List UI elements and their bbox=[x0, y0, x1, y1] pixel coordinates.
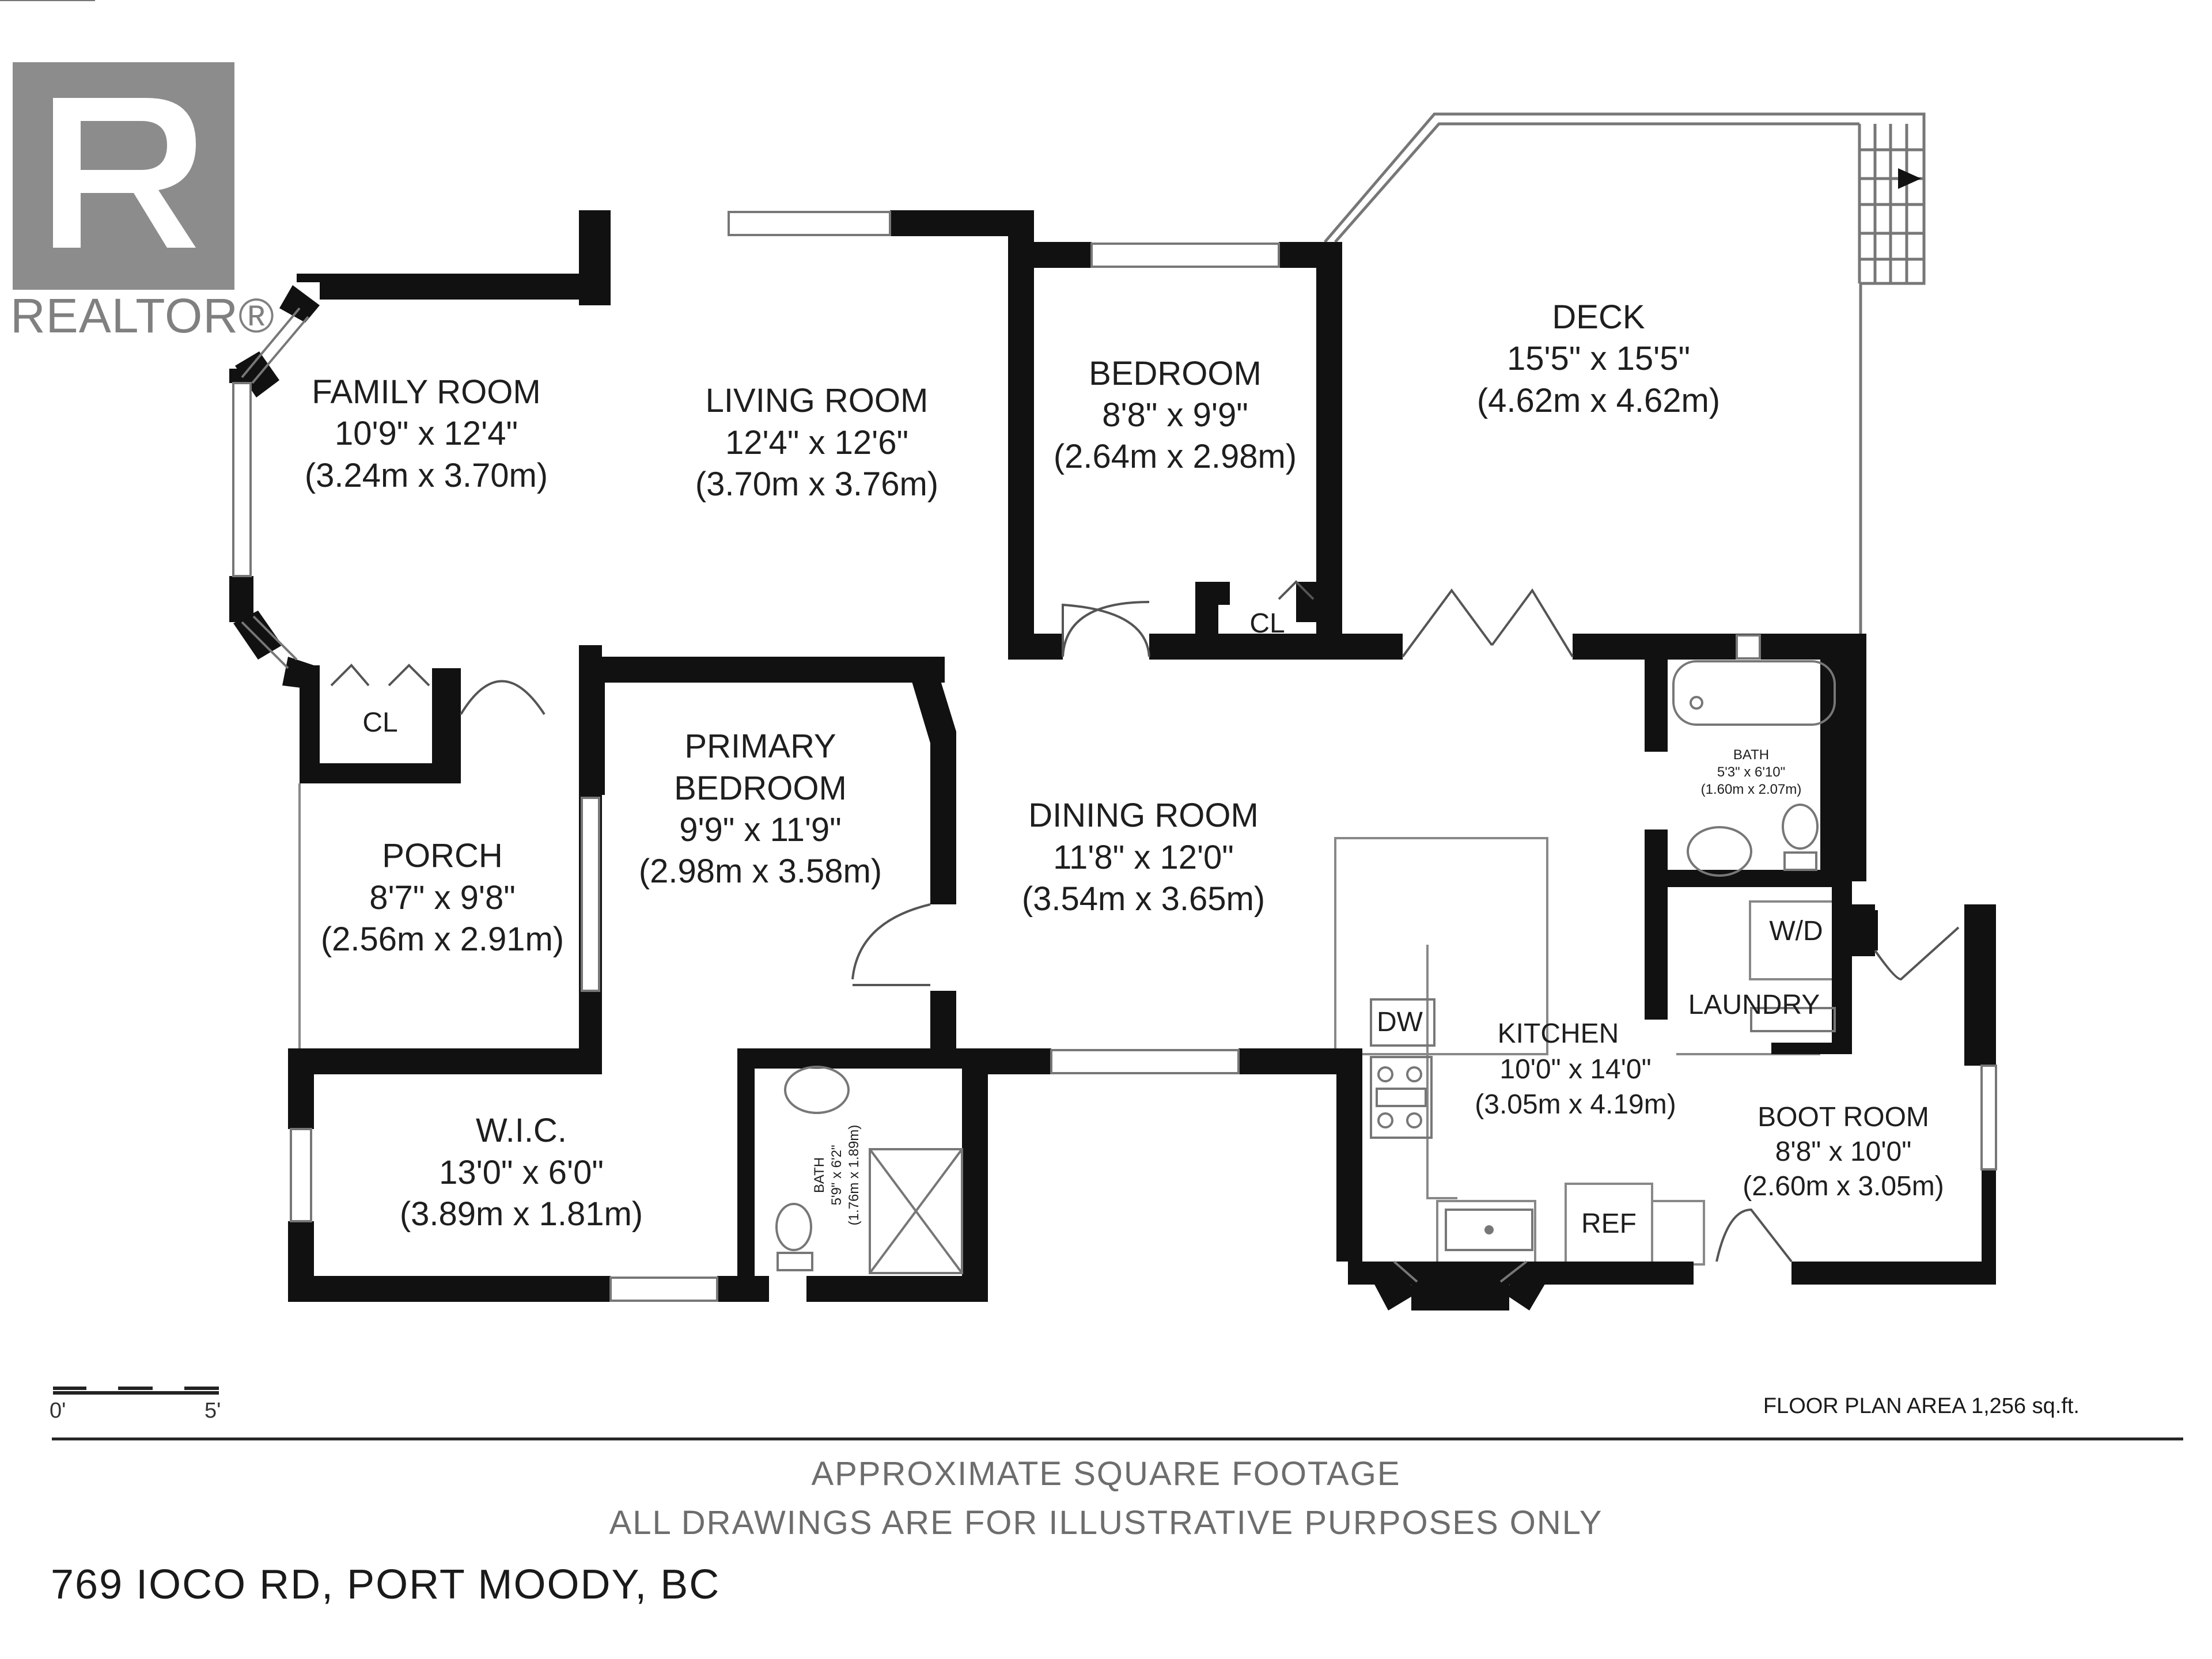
living-room-metric: (3.70m x 3.76m) bbox=[695, 465, 938, 503]
dining-room-imperial: 11'8" x 12'0" bbox=[1053, 839, 1234, 876]
family-room-name: FAMILY ROOM bbox=[312, 373, 540, 411]
living-room-name: LIVING ROOM bbox=[706, 382, 929, 419]
floor-plan-area: FLOOR PLAN AREA 1,256 sq.ft. bbox=[1763, 1394, 2080, 1418]
kitchen-sink-icon bbox=[1445, 1209, 1533, 1251]
kitchen-name: KITCHEN bbox=[1498, 1018, 1619, 1049]
label-primary-bedroom: PRIMARY BEDROOM 9'9" x 11'9" (2.98m x 3.… bbox=[639, 728, 882, 890]
family-room-metric: (3.24m x 3.70m) bbox=[305, 457, 548, 494]
bath-lower-name: BATH bbox=[812, 1157, 827, 1193]
bath-upper-imperial: 5'3" x 6'10" bbox=[1717, 764, 1785, 780]
windows bbox=[0, 0, 1997, 1302]
wic-metric: (3.89m x 1.81m) bbox=[400, 1195, 643, 1233]
stove-icon bbox=[1370, 1056, 1433, 1139]
bath-upper-metric: (1.60m x 2.07m) bbox=[1701, 782, 1802, 797]
label-dining-room: DINING ROOM 11'8" x 12'0" (3.54m x 3.65m… bbox=[1022, 797, 1265, 918]
disclaimer-line-1: APPROXIMATE SQUARE FOOTAGE bbox=[811, 1455, 1401, 1493]
bathtub-icon bbox=[1672, 660, 1836, 726]
label-boot-room: BOOT ROOM 8'8" x 10'0" (2.60m x 3.05m) bbox=[1743, 1102, 1944, 1202]
boot-room-metric: (2.60m x 3.05m) bbox=[1743, 1171, 1944, 1202]
laundry-label: LAUNDRY bbox=[1688, 990, 1820, 1020]
toilet-icon bbox=[775, 804, 1819, 1271]
porch-name: PORCH bbox=[382, 837, 502, 874]
dining-room-name: DINING ROOM bbox=[1028, 797, 1259, 834]
shower-icon bbox=[869, 1148, 963, 1274]
closet-label-porch: CL bbox=[362, 707, 397, 738]
label-kitchen: KITCHEN 10'0" x 14'0" (3.05m x 4.19m) bbox=[1475, 1018, 1676, 1120]
bedroom-metric: (2.64m x 2.98m) bbox=[1054, 438, 1297, 475]
primary-bedroom-metric: (2.98m x 3.58m) bbox=[639, 853, 882, 890]
closet-label-bedroom: CL bbox=[1249, 608, 1285, 639]
refrigerator-label: REF bbox=[1581, 1209, 1637, 1239]
label-deck: DECK 15'5" x 15'5" (4.62m x 4.62m) bbox=[1477, 298, 1720, 419]
boot-room-name: BOOT ROOM bbox=[1758, 1102, 1929, 1132]
label-bath-lower: BATH 5'9" x 6'2" (1.76m x 1.89m) bbox=[812, 1125, 862, 1226]
kitchen-imperial: 10'0" x 14'0" bbox=[1499, 1054, 1651, 1085]
label-bedroom: BEDROOM 8'8" x 9'9" (2.64m x 2.98m) bbox=[1054, 355, 1297, 475]
kitchen-metric: (3.05m x 4.19m) bbox=[1475, 1089, 1676, 1120]
wic-imperial: 13'0" x 6'0" bbox=[439, 1154, 604, 1191]
label-porch: PORCH 8'7" x 9'8" (2.56m x 2.91m) bbox=[321, 837, 564, 958]
washer-dryer-label: W/D bbox=[1769, 916, 1823, 946]
deck-metric: (4.62m x 4.62m) bbox=[1477, 382, 1720, 419]
scale-end-label: 5' bbox=[204, 1399, 221, 1423]
closet-fixtures bbox=[1370, 998, 1836, 1047]
dining-room-metric: (3.54m x 3.65m) bbox=[1022, 880, 1265, 918]
disclaimer-line-2: ALL DRAWINGS ARE FOR ILLUSTRATIVE PURPOS… bbox=[609, 1504, 1603, 1541]
boot-room-imperial: 8'8" x 10'0" bbox=[1775, 1137, 1912, 1167]
realtor-wordmark: REALTOR® bbox=[10, 289, 275, 343]
stair-arrow-icon bbox=[1898, 168, 1921, 189]
porch-imperial: 8'7" x 9'8" bbox=[369, 879, 516, 916]
label-family-room: FAMILY ROOM 10'9" x 12'4" (3.24m x 3.70m… bbox=[305, 373, 548, 494]
wic-name: W.I.C. bbox=[476, 1112, 567, 1149]
dishwasher-label: DW bbox=[1377, 1007, 1423, 1037]
realtor-logo bbox=[13, 62, 234, 290]
property-address: 769 IOCO RD, PORT MOODY, BC bbox=[51, 1562, 721, 1608]
bath-lower-metric: (1.76m x 1.89m) bbox=[846, 1125, 862, 1226]
deck-outline bbox=[1324, 112, 1926, 637]
bedroom-imperial: 8'8" x 9'9" bbox=[1102, 396, 1248, 434]
family-room-imperial: 10'9" x 12'4" bbox=[335, 415, 518, 452]
primary-bedroom-imperial: 9'9" x 11'9" bbox=[679, 811, 842, 849]
scale-bar bbox=[53, 1387, 219, 1395]
bath-lower-imperial: 5'9" x 6'2" bbox=[829, 1145, 844, 1206]
living-room-imperial: 12'4" x 12'6" bbox=[725, 424, 908, 461]
label-living-room: LIVING ROOM 12'4" x 12'6" (3.70m x 3.76m… bbox=[695, 382, 938, 503]
bath-upper-name: BATH bbox=[1733, 747, 1769, 763]
porch-metric: (2.56m x 2.91m) bbox=[321, 921, 564, 958]
deck-name: DECK bbox=[1552, 298, 1645, 336]
scale-start-label: 0' bbox=[50, 1399, 66, 1423]
bedroom-name: BEDROOM bbox=[1089, 355, 1262, 392]
bay-windows bbox=[241, 307, 1528, 1283]
door-swings bbox=[330, 580, 1960, 1263]
label-bath-upper: BATH 5'3" x 6'10" (1.60m x 2.07m) bbox=[1701, 747, 1802, 797]
primary-bedroom-name-1: PRIMARY bbox=[684, 728, 836, 765]
sink-icon bbox=[784, 826, 1752, 1114]
label-wic: W.I.C. 13'0" x 6'0" (3.89m x 1.81m) bbox=[400, 1112, 643, 1233]
primary-bedroom-name-2: BEDROOM bbox=[674, 770, 847, 807]
deck-imperial: 15'5" x 15'5" bbox=[1507, 340, 1690, 377]
